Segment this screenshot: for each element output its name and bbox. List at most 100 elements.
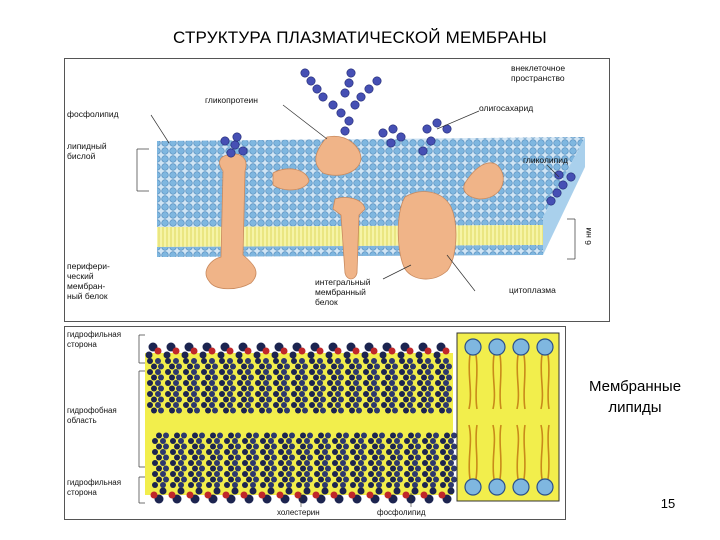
lipid-atom [403, 374, 409, 381]
lipid-atom [425, 369, 431, 375]
lipid-atom [314, 438, 320, 444]
lipid-atom [273, 402, 279, 408]
lipid-atom [356, 385, 362, 392]
lipid-atom [271, 476, 277, 483]
lipid-atom [296, 460, 302, 466]
lipid-atom [428, 363, 434, 370]
lipid-atom [374, 396, 380, 403]
lipid-atom [354, 476, 360, 483]
lipid-atom [295, 407, 301, 414]
lipid-atom [433, 351, 441, 359]
lipid-atom [425, 380, 431, 386]
lipid-atom [158, 396, 164, 403]
lipid-atom [296, 449, 302, 455]
lipid-atom [259, 396, 265, 403]
lipid-atom [253, 465, 259, 472]
lipid-atom [205, 363, 211, 370]
lipid-atom [435, 369, 441, 375]
lipid-atom [426, 432, 432, 439]
lipid-atom [392, 363, 398, 370]
lipid-atom [309, 369, 315, 375]
schematic-head [464, 478, 482, 496]
lipid-atom [263, 358, 269, 364]
lipid-atom [194, 374, 200, 381]
lipid-atom [262, 347, 270, 355]
lipid-atom [201, 358, 207, 364]
lipid-atom [304, 482, 310, 488]
lipid-atom [358, 482, 364, 488]
lipid-atom [188, 482, 194, 488]
label-glycolipid: гликолипид [523, 155, 568, 165]
lipid-atom [313, 363, 319, 370]
lipid-atom [332, 438, 338, 444]
lipid-atom [156, 476, 162, 483]
bilayer-top-surface [157, 137, 585, 219]
lipid-atom [156, 432, 162, 439]
lipid-atom [340, 460, 346, 466]
lipid-atom [158, 407, 164, 414]
lipid-atom [242, 471, 248, 477]
lipid-atom [246, 465, 252, 472]
lipid-atom [250, 460, 256, 466]
lipid-atom [259, 407, 265, 414]
lipid-atom [245, 358, 251, 364]
lipid-atom [439, 363, 445, 370]
lipid-atom [201, 391, 207, 397]
lipid-atom [350, 449, 356, 455]
label-hydrophilic-top-2: сторона [67, 340, 97, 349]
lipid-atom [430, 449, 436, 455]
lipid-atom [196, 471, 202, 477]
lipid-atom [296, 438, 302, 444]
lipid-atom [299, 380, 305, 386]
lipid-atom [278, 438, 284, 444]
lipid-atom [433, 465, 439, 472]
lipid-atom [349, 407, 355, 414]
lipid-atom [386, 482, 392, 488]
lipid-atom [312, 491, 320, 499]
lipid-atom [331, 363, 337, 370]
lipid-atom [177, 487, 185, 495]
lipid-atom [412, 460, 418, 466]
lipid-atom [446, 385, 452, 392]
lipid-atom [374, 374, 380, 381]
lipid-atom [302, 396, 308, 403]
lipid-atom [353, 358, 359, 364]
lipid-atom [259, 363, 265, 370]
lipid-atom [192, 432, 198, 439]
lipid-atom [350, 482, 356, 488]
lipid-atom [368, 482, 374, 488]
lipid-atom [399, 358, 405, 364]
lipid-atom [350, 471, 356, 477]
lipid-atom [205, 396, 211, 403]
lipid-atom [320, 396, 326, 403]
lipid-atom [174, 443, 180, 450]
lipid-atom [232, 438, 238, 444]
lipid-atom [163, 443, 169, 450]
lipid-atom [408, 465, 414, 472]
lipid-atom [199, 432, 205, 439]
lipid-atom [386, 449, 392, 455]
lipid-atom [320, 385, 326, 392]
lipid-atom [296, 482, 302, 488]
lipid-atom [230, 407, 236, 414]
lipid-atom [151, 396, 157, 403]
lipid-atom [300, 454, 306, 461]
lipid-atom [242, 482, 248, 488]
lipid-atom [289, 465, 295, 472]
lipid-atom [448, 460, 454, 466]
lipid-atom [430, 438, 436, 444]
lipid-atom [296, 471, 302, 477]
label-phospholipid: фосфолипид [67, 109, 119, 119]
lipid-atom [438, 491, 446, 499]
label-oligosaccharide: олигосахарид [479, 103, 533, 113]
lipid-atom [304, 460, 310, 466]
schematic-lipids [464, 338, 554, 496]
lipid-atom [214, 482, 220, 488]
lipid-atom [392, 385, 398, 392]
lipid-atom [338, 374, 344, 381]
lipid-atom [300, 432, 306, 439]
lipid-atom [444, 465, 450, 472]
lipid-atom [335, 369, 341, 375]
schematic-head [464, 338, 482, 356]
lipid-atom [214, 460, 220, 466]
